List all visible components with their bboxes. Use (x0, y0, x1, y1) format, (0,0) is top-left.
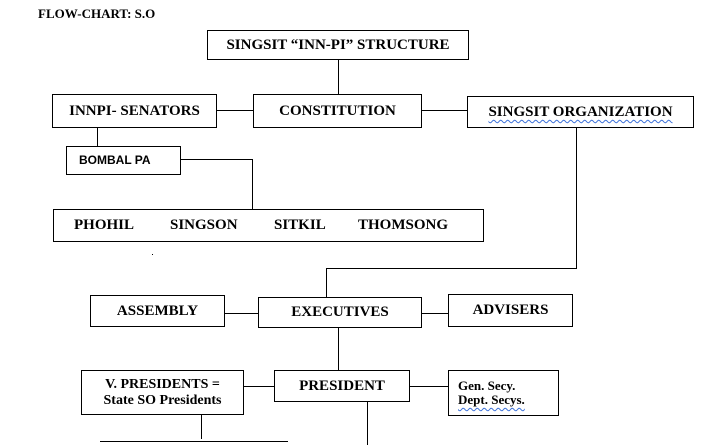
connector-structure-constitution (338, 60, 339, 94)
president-label: PRESIDENT (299, 377, 385, 394)
families-box: PHOHIL SINGSON SITKIL THOMSONG (53, 209, 484, 242)
constitution-box: CONSTITUTION (253, 94, 422, 128)
organization-label: SINGSIT ORGANIZATION (488, 103, 673, 120)
family-thomsong: THOMSONG (358, 217, 449, 234)
secretaries-line-1: Gen. Secy. (458, 377, 516, 393)
advisers-label: ADVISERS (472, 302, 549, 319)
assembly-label: ASSEMBLY (116, 302, 199, 319)
vice-presidents-line-1: V. PRESIDENTS = (105, 377, 220, 393)
connector-bombal-families-v (252, 159, 253, 210)
advisers-box: ADVISERS (448, 294, 573, 327)
executives-box: EXECUTIVES (258, 297, 422, 328)
senators-box: INNPI- SENATORS (52, 94, 217, 128)
connector-president-secretaries (410, 386, 448, 387)
vice-presidents-box: V. PRESIDENTS = State SO Presidents (81, 370, 244, 415)
senators-label: INNPI- SENATORS (69, 102, 200, 119)
flowchart-caption: FLOW-CHART: S.O (38, 6, 156, 21)
cropped-box-edge (100, 441, 288, 442)
stray-dot (152, 254, 153, 255)
bombal-pa-label: BOMBAL PA (79, 152, 151, 167)
family-phohil: PHOHIL (74, 217, 135, 234)
secretaries-box: Gen. Secy. Dept. Secys. (448, 370, 559, 416)
organization-box: SINGSIT ORGANIZATION (467, 96, 694, 128)
connector-organization-executives-v (326, 268, 327, 297)
connector-assembly-executives (225, 313, 258, 314)
connector-organization-executives-h (326, 268, 577, 269)
president-box: PRESIDENT (274, 370, 410, 402)
connector-organization-down (576, 128, 577, 269)
executives-label: EXECUTIVES (291, 304, 389, 321)
connector-vp-down (201, 415, 202, 439)
constitution-label: CONSTITUTION (279, 102, 396, 119)
connector-constitution-organization (422, 110, 467, 111)
connector-senators-bombal (97, 128, 98, 146)
family-sitkil: SITKIL (274, 217, 326, 234)
bombal-pa-box: BOMBAL PA (66, 146, 181, 175)
connector-vp-president (244, 386, 274, 387)
connector-president-down (367, 402, 368, 445)
vice-presidents-line-2: State SO Presidents (103, 392, 222, 408)
connector-bombal-families-h (180, 159, 252, 160)
secretaries-line-2: Dept. Secys. (458, 392, 525, 407)
connector-executives-advisers (422, 313, 448, 314)
connector-senators-constitution (217, 110, 253, 111)
structure-box: SINGSIT “INN-PI” STRUCTURE (207, 30, 469, 60)
structure-label: SINGSIT “INN-PI” STRUCTURE (226, 36, 450, 53)
family-singson: SINGSON (170, 217, 238, 234)
connector-executives-president (338, 327, 339, 370)
assembly-box: ASSEMBLY (90, 295, 225, 327)
